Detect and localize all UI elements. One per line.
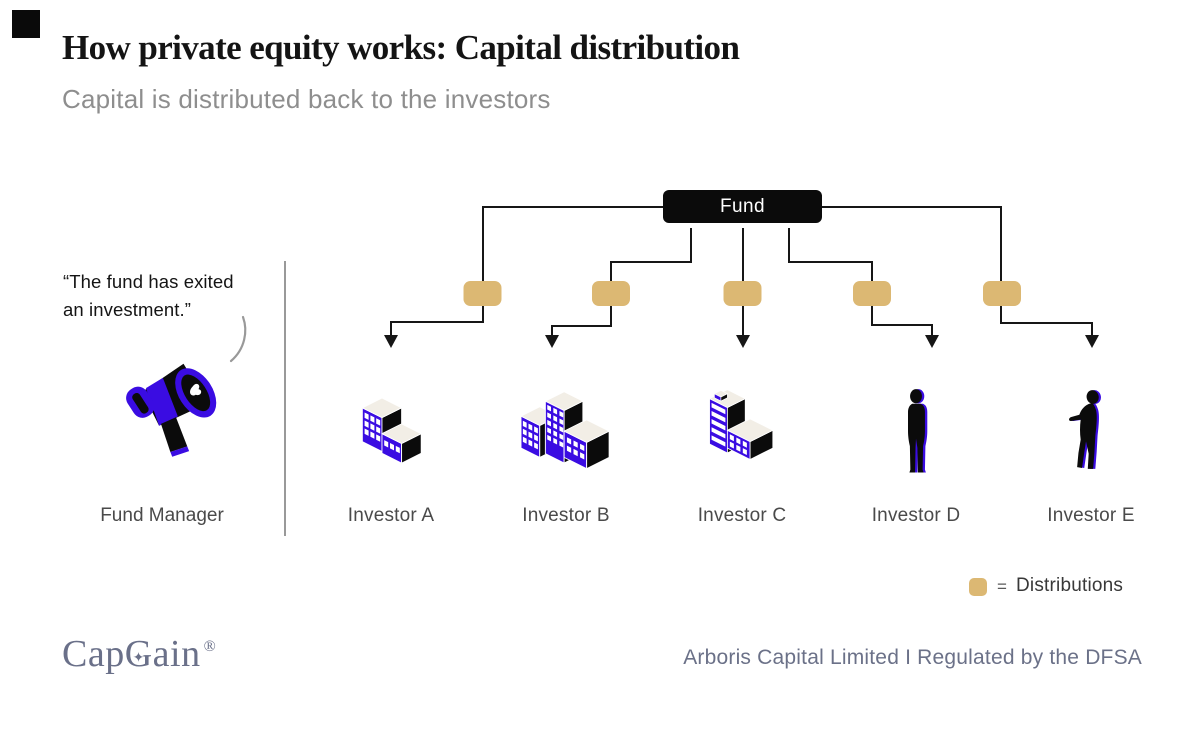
registered-mark-icon: ®	[203, 638, 216, 655]
building-small-icon	[361, 397, 423, 464]
distribution-token-icon	[853, 281, 891, 306]
quote-line-2: an investment.”	[63, 298, 191, 320]
fund-manager-label: Fund Manager	[100, 505, 224, 526]
logo-text-pre: Cap	[62, 633, 125, 675]
arrow-down-icon	[1085, 335, 1099, 348]
megaphone-icon	[126, 363, 217, 457]
investor-label-e: Investor E	[1047, 505, 1135, 526]
footer-disclaimer: Arboris Capital Limited I Regulated by t…	[683, 646, 1142, 669]
quote-line-1: “The fund has exited	[63, 271, 234, 292]
arrow-down-icon	[736, 335, 750, 348]
building-tower-icon	[708, 389, 774, 461]
legend-distribution-token-icon	[969, 578, 987, 596]
section-divider	[284, 261, 286, 536]
arrow-icons	[384, 335, 1099, 348]
brand-mark-square	[12, 10, 40, 38]
speech-swoosh-icon	[229, 315, 247, 363]
legend-label: Distributions	[1016, 575, 1124, 596]
connector-investor-e	[822, 206, 1093, 336]
investor-label-c: Investor C	[697, 505, 787, 526]
logo-letter-g: G✦	[124, 633, 153, 675]
investor-label-b: Investor B	[522, 505, 610, 526]
logo-text-post: ain	[152, 633, 201, 675]
distribution-tokens	[463, 281, 1021, 306]
arrow-down-icon	[384, 335, 398, 348]
distribution-token-icon	[983, 281, 1021, 306]
connector-investor-a	[390, 206, 663, 336]
fund-manager-quote: “The fund has exited an investment.”	[63, 268, 234, 323]
investor-label-d: Investor D	[871, 505, 961, 526]
legend-equals-sign: =	[997, 577, 1007, 596]
distribution-token-icon	[592, 281, 630, 306]
connector-lines	[390, 206, 1093, 336]
fund-box: Fund	[663, 190, 822, 223]
arrow-down-icon	[925, 335, 939, 348]
arrow-down-icon	[545, 335, 559, 348]
footer-logo: CapG✦ain®	[62, 632, 216, 676]
building-cluster-icon	[519, 391, 611, 470]
page-subtitle: Capital is distributed back to the inves…	[62, 84, 551, 114]
distribution-token-icon	[463, 281, 502, 306]
logo-star-icon: ✦	[132, 649, 145, 666]
distribution-token-icon	[723, 281, 762, 306]
page-title: How private equity works: Capital distri…	[62, 28, 740, 67]
investor-label-a: Investor A	[347, 505, 435, 526]
